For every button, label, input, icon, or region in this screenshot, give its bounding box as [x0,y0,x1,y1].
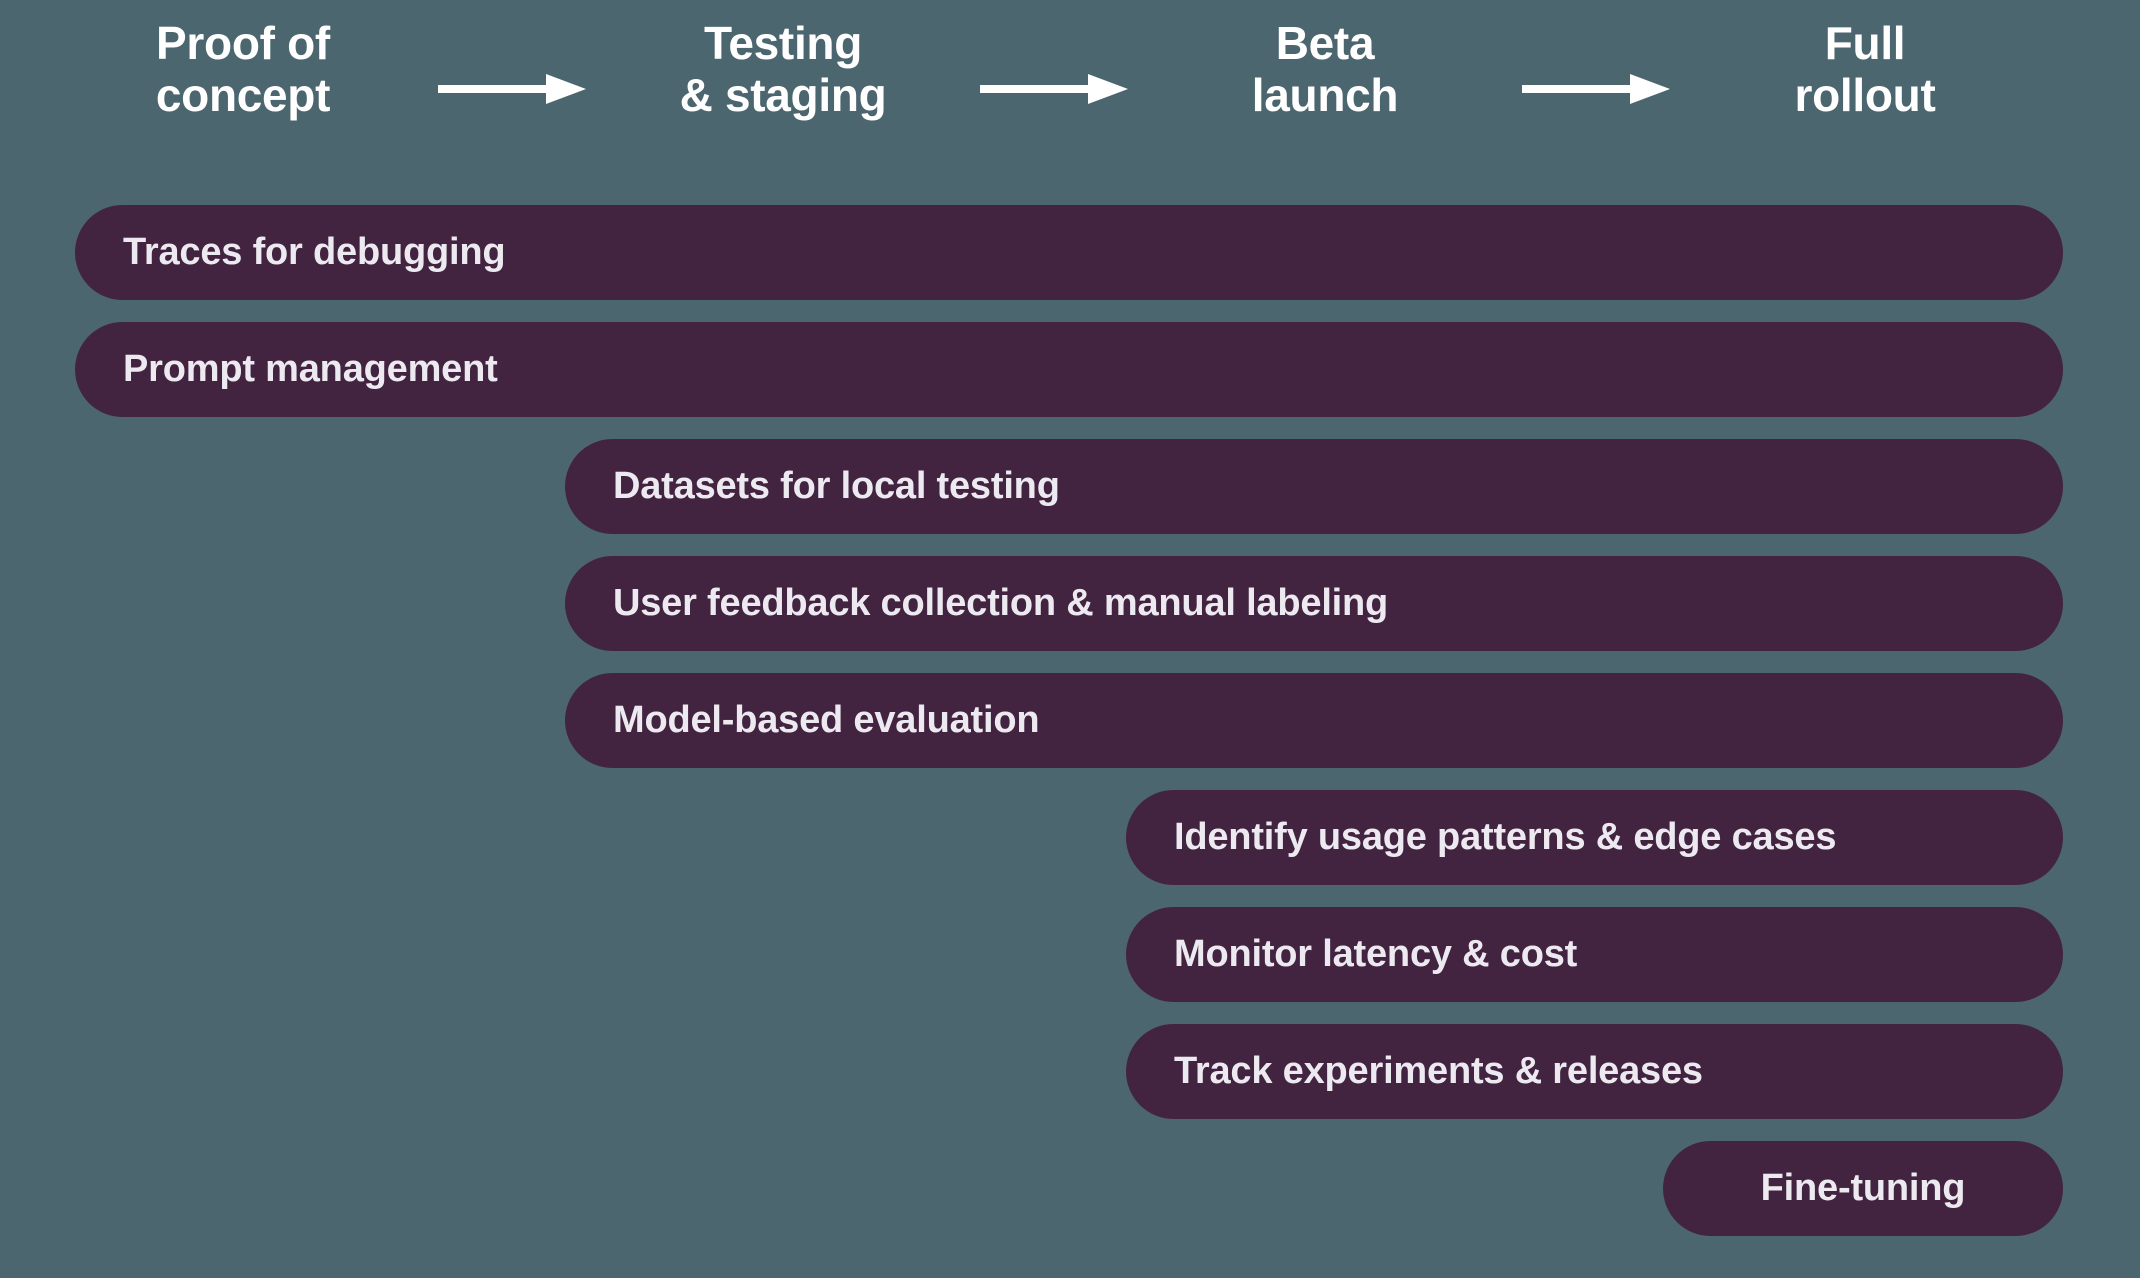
arrow-right-icon [980,74,1128,104]
phase-label-full-rollout: Full rollout [1794,17,1936,121]
capability-pill-label: Monitor latency & cost [1174,933,1578,975]
phase-label-testing-and-staging: Testing & staging [679,17,887,121]
capability-pill-label: Datasets for local testing [613,465,1060,507]
capability-pill[interactable]: Track experiments & releases [1126,1024,2063,1119]
phase-label-proof-of-concept: Proof of concept [155,17,331,121]
arrow-right-icon [1522,74,1670,104]
capability-pill[interactable]: User feedback collection & manual labeli… [565,556,2063,651]
phase-header-row: Proof of concept Testing & staging Beta … [0,0,2140,190]
capability-pill-label: User feedback collection & manual labeli… [613,582,1389,624]
capability-pill-label: Fine-tuning [1760,1167,1966,1209]
capability-pill[interactable]: Monitor latency & cost [1126,907,2063,1002]
arrow-right-icon [438,74,586,104]
capability-pill[interactable]: Fine-tuning [1663,1141,2063,1236]
phase-label-beta-launch: Beta launch [1251,17,1399,121]
capability-pill[interactable]: Identify usage patterns & edge cases [1126,790,2063,885]
capability-pill[interactable]: Model-based evaluation [565,673,2063,768]
capability-pill-label: Identify usage patterns & edge cases [1174,816,1837,858]
capability-pill[interactable]: Prompt management [75,322,2063,417]
capability-pill-label: Model-based evaluation [613,699,1040,741]
capability-pill[interactable]: Traces for debugging [75,205,2063,300]
capability-pill[interactable]: Datasets for local testing [565,439,2063,534]
capability-pill-label: Prompt management [123,348,498,390]
capability-pill-label: Track experiments & releases [1174,1050,1703,1092]
capability-pill-label: Traces for debugging [123,231,506,273]
